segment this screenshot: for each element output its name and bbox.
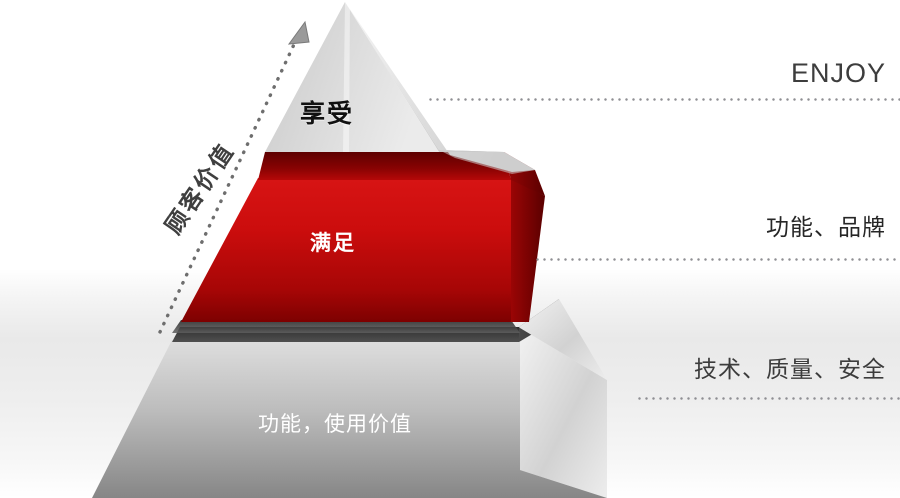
middle-tier-top-surface xyxy=(258,152,511,180)
middle-tier-shadow xyxy=(172,320,520,333)
top-tier-base-bevel xyxy=(439,150,535,174)
base-tier-front-face xyxy=(92,340,607,498)
top-tier-ridge-highlight xyxy=(343,2,350,152)
base-tier-right-face xyxy=(520,328,607,498)
base-tier-corner-bevel xyxy=(519,299,607,380)
base-tier-label: 功能，使用价值 xyxy=(258,413,412,436)
middle-tier-right-face xyxy=(511,178,545,322)
leader-line-bottom xyxy=(636,397,900,400)
top-tier-left-facet xyxy=(265,2,439,152)
callout-middle: 功能、品牌 xyxy=(766,214,886,240)
up-arrow-icon xyxy=(287,20,310,45)
leader-line-middle xyxy=(534,258,900,261)
value-axis-arrow xyxy=(158,20,310,334)
callout-bottom: 技术、质量、安全 xyxy=(694,356,886,382)
leader-line-top xyxy=(427,98,900,101)
top-tier-label: 享受 xyxy=(300,100,355,128)
middle-tier-front-face xyxy=(181,178,511,322)
middle-tier-label: 满足 xyxy=(310,232,356,255)
callout-top: ENJOY xyxy=(790,58,886,88)
